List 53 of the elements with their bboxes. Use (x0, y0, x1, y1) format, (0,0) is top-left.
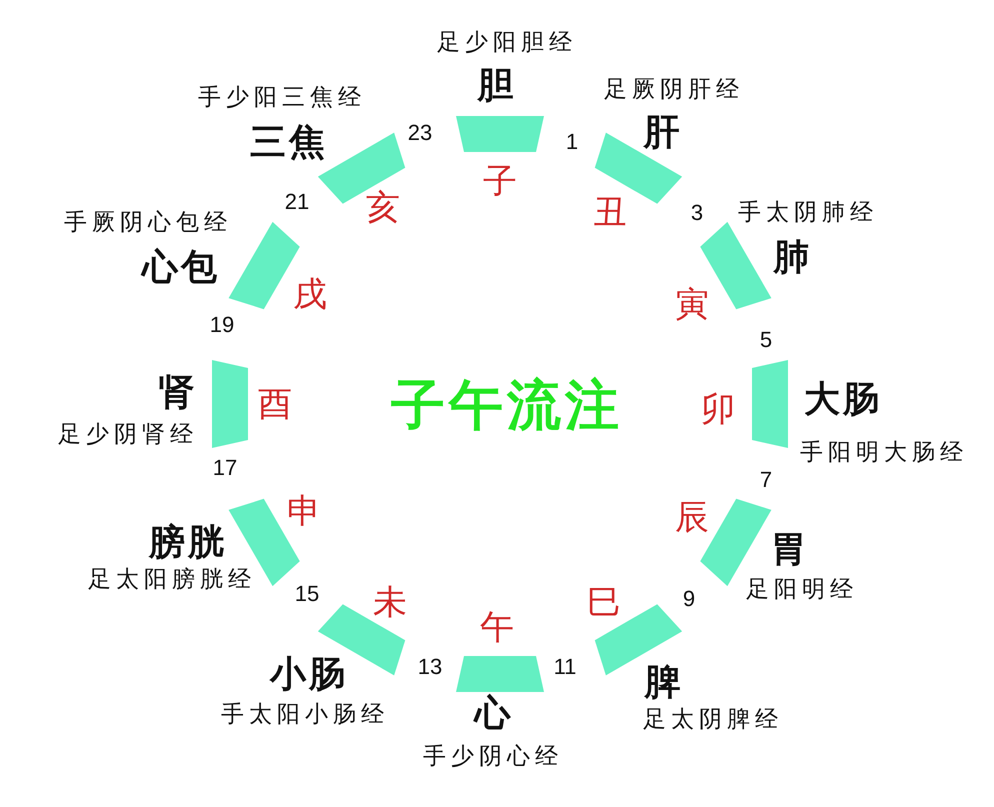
branch-character: 卯 (701, 391, 735, 429)
hour-number: 19 (210, 312, 234, 338)
organ-name: 脾 (644, 663, 684, 703)
hour-number: 7 (760, 468, 772, 492)
hour-number: 5 (760, 328, 772, 352)
branch-character: 寅 (675, 286, 709, 324)
organ-name: 肾 (158, 373, 198, 413)
hour-number: 17 (212, 456, 238, 480)
meridian-name: 足太阴脾经 (643, 707, 783, 733)
hour-number: 21 (284, 190, 310, 214)
branch-character: 未 (373, 584, 407, 622)
branch-character: 巳 (587, 584, 621, 622)
meridian-name: 足太阳膀胱经 (88, 567, 256, 593)
meridian-name: 足少阳胆经 (437, 30, 577, 56)
meridian-name: 手太阴肺经 (738, 200, 878, 226)
ring-segment (456, 116, 544, 152)
branch-character: 亥 (366, 189, 400, 227)
meridian-name: 手太阳小肠经 (221, 702, 389, 728)
organ-name: 胃 (770, 530, 810, 570)
organ-name: 胆 (478, 66, 516, 106)
organ-name: 膀胱 (149, 523, 227, 563)
organ-name: 小肠 (270, 655, 348, 695)
branch-character: 丑 (593, 194, 627, 232)
branch-character: 戌 (293, 276, 327, 314)
organ-name: 大肠 (804, 380, 882, 420)
ring-segment (752, 360, 788, 448)
hour-number: 1 (566, 130, 578, 154)
meridian-name: 足少阴肾经 (58, 422, 198, 448)
organ-name: 心 (474, 694, 514, 734)
organ-name: 肺 (774, 238, 812, 278)
organ-name: 心包 (142, 248, 220, 288)
meridian-name: 足厥阴肝经 (604, 77, 744, 103)
branch-character: 申 (287, 493, 321, 531)
ring-segment (456, 656, 544, 692)
hour-number: 15 (294, 582, 320, 606)
meridian-name: 手少阴心经 (423, 744, 563, 770)
hour-number: 11 (554, 654, 576, 680)
meridian-name: 手少阳三焦经 (198, 85, 366, 111)
hour-number: 13 (418, 654, 442, 680)
meridian-name: 足阳明经 (746, 577, 858, 603)
meridian-name: 手阳明大肠经 (800, 440, 968, 466)
ring-segment (212, 360, 248, 448)
organ-name: 三焦 (250, 123, 328, 163)
organ-name: 肝 (644, 113, 682, 153)
branch-character: 酉 (258, 386, 292, 424)
branch-character: 辰 (675, 499, 709, 537)
hour-number: 3 (690, 200, 704, 226)
hour-number: 23 (408, 120, 432, 146)
meridian-name: 手厥阴心包经 (64, 210, 232, 236)
diagram-title: 子午流注 (391, 375, 623, 435)
hour-number: 9 (682, 586, 696, 612)
branch-character: 子 (483, 163, 517, 201)
branch-character: 午 (480, 609, 514, 647)
